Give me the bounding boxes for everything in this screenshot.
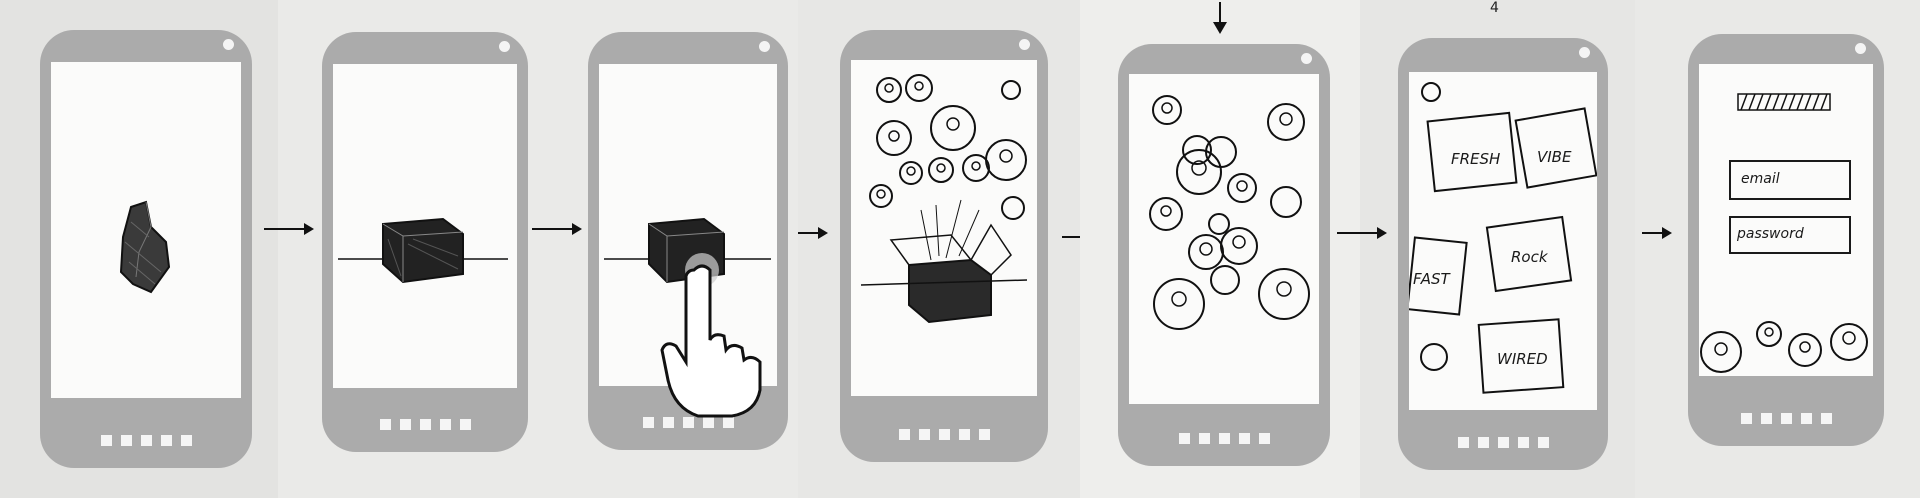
phone-screen-4[interactable] — [851, 60, 1037, 396]
phone-screen-2[interactable] — [333, 64, 517, 388]
folded-shape-sketch — [119, 200, 171, 294]
password-field-label: password — [1737, 226, 1804, 242]
flow-arrow-5 — [1337, 227, 1387, 239]
nav-dots — [40, 435, 252, 446]
flow-arrow-2 — [532, 223, 582, 235]
phone-screen-1[interactable] — [51, 62, 241, 398]
card-fast-label: FAST — [1413, 270, 1452, 288]
camera-dot — [759, 41, 770, 52]
nav-dots — [588, 417, 788, 428]
nav-dots — [322, 419, 528, 430]
flow-connector — [1062, 236, 1080, 238]
camera-dot — [1019, 39, 1030, 50]
camera-dot — [1579, 47, 1590, 58]
phone-screen-5[interactable] — [1129, 74, 1319, 404]
tap-hand-icon — [660, 253, 762, 418]
phone-frame-7: email password — [1688, 34, 1884, 446]
phone-screen-7[interactable]: email password — [1699, 64, 1873, 376]
phone-screen-6[interactable]: FRESH VIBE FAST Rock WIRED — [1409, 72, 1597, 410]
flow-arrow-6 — [1642, 227, 1672, 239]
camera-dot — [499, 41, 510, 52]
card-fresh-label: FRESH — [1451, 150, 1500, 168]
camera-dot — [1301, 53, 1312, 64]
logo-scribble — [1737, 93, 1831, 111]
open-box-avatars-sketch — [860, 74, 1028, 324]
floating-avatars-sketch — [1149, 95, 1310, 330]
password-field[interactable]: password — [1729, 216, 1851, 254]
nav-dots — [840, 429, 1048, 440]
phone-frame-5 — [1118, 44, 1330, 466]
sheet-mark: 4 — [1490, 0, 1499, 16]
card-vibe-label: VIBE — [1537, 148, 1572, 166]
genre-cards-sketch: FRESH VIBE FAST Rock WIRED — [1409, 82, 1597, 394]
flow-arrow-1 — [264, 223, 314, 235]
card-wired-label: WIRED — [1497, 350, 1548, 368]
avatar-row-sketch — [1700, 321, 1868, 373]
card-rock-label: Rock — [1511, 248, 1549, 266]
phone-frame-6: FRESH VIBE FAST Rock WIRED — [1398, 38, 1608, 470]
nav-dots — [1118, 433, 1330, 444]
email-field[interactable]: email — [1729, 160, 1851, 200]
camera-dot — [1855, 43, 1866, 54]
top-mark-arrow — [1213, 2, 1227, 34]
nav-dots — [1398, 437, 1608, 448]
email-field-label: email — [1741, 171, 1780, 187]
phone-frame-4 — [840, 30, 1048, 462]
phone-frame-1 — [40, 30, 252, 468]
nav-dots — [1688, 413, 1884, 424]
flow-arrow-3 — [798, 227, 828, 239]
closed-box-sketch — [338, 217, 508, 284]
phone-frame-2 — [322, 32, 528, 452]
camera-dot — [223, 39, 234, 50]
